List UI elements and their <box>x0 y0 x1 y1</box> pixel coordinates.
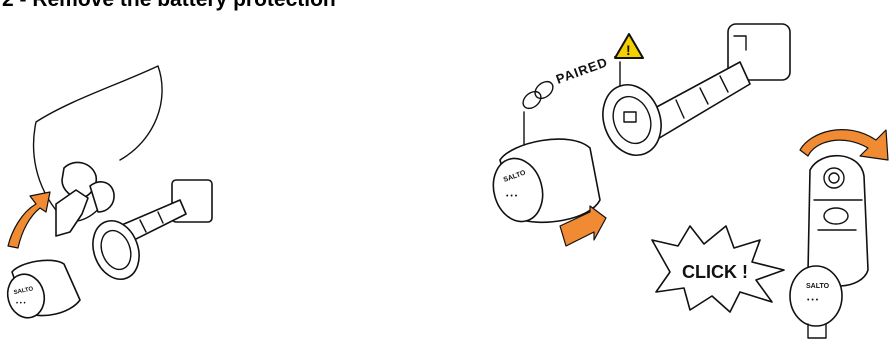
knob-brand-label: SALTO <box>13 286 34 296</box>
left-step-illustration: SALTO • • • <box>6 65 213 319</box>
page-title: 2 - Remove the battery protection <box>2 0 336 12</box>
warning-triangle-icon: ! <box>614 33 644 59</box>
knob-large-dots: • • • <box>506 193 518 200</box>
link-chain-icon <box>522 80 554 110</box>
fob-dots: • • • <box>807 297 819 304</box>
warning-symbol: ! <box>626 42 631 58</box>
fob-brand-label: SALTO <box>806 283 830 290</box>
arrow-right-icon <box>559 205 607 247</box>
electronic-knob: SALTO • • • <box>6 259 81 319</box>
right-step-illustration: PAIRED * ! SALTO • • • <box>492 23 889 339</box>
click-text: CLICK ! <box>682 262 748 282</box>
arrow-curved-icon <box>7 191 51 249</box>
key-fob: SALTO • • • <box>789 154 869 339</box>
paired-label: PAIRED <box>554 54 610 87</box>
battery-protection-tab <box>55 189 89 237</box>
click-burst: CLICK ! <box>651 225 785 313</box>
lock-cylinder-large <box>602 23 791 156</box>
knob-dots: • • • <box>16 301 26 307</box>
paired-asterisk: * <box>614 54 618 65</box>
lock-cylinder <box>92 179 213 280</box>
electronic-knob-large: SALTO • • • <box>492 138 601 224</box>
hand-illustration <box>32 65 163 222</box>
arrow-curved-icon <box>799 129 889 161</box>
